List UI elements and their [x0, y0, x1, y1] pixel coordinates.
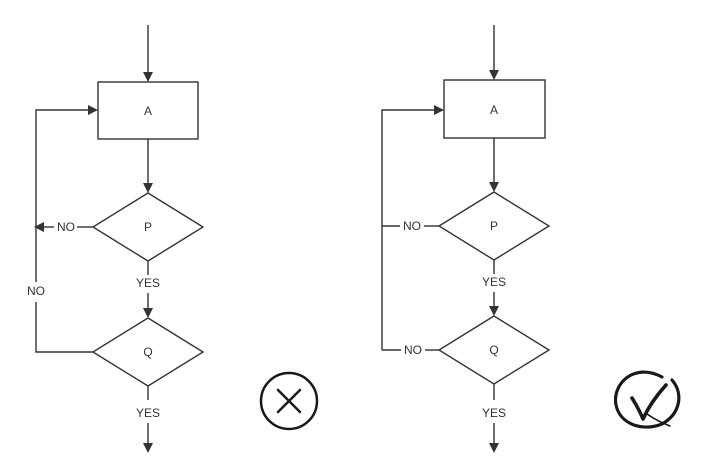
q-no-line-lower	[35, 302, 93, 353]
wrong-flowchart: A P NO YES Q NO YES	[27, 25, 319, 453]
decision-label-p: P	[490, 219, 498, 233]
decision-label-p: P	[144, 220, 152, 234]
q-yes-label: YES	[482, 406, 506, 420]
entry-arrowhead	[143, 72, 153, 82]
process-label-a: A	[144, 104, 152, 118]
p-yes-label: YES	[136, 276, 160, 290]
cross-in-circle-icon	[259, 371, 319, 431]
q-yes-label: YES	[136, 406, 160, 420]
decision-label-q: Q	[489, 343, 498, 357]
right-flowchart: A P NO YES Q NO YES	[381, 25, 681, 453]
q-yes-arrowhead	[489, 443, 499, 453]
process-box-a	[443, 79, 546, 139]
q-no-line-upper	[35, 109, 88, 282]
decision-label-q: Q	[143, 345, 152, 359]
q-no-label: NO	[27, 284, 45, 298]
a-to-p-arrowhead	[489, 182, 499, 192]
q-yes-arrowhead	[143, 443, 153, 453]
p-no-arrowhead	[34, 222, 44, 232]
entry-arrowhead	[489, 70, 499, 80]
process-label-a: A	[490, 103, 498, 117]
p-yes-arrowhead	[489, 306, 499, 316]
a-to-p-arrowhead	[143, 183, 153, 193]
p-no-label: NO	[57, 220, 75, 234]
loop-arrowhead	[434, 105, 444, 115]
p-yes-label: YES	[482, 275, 506, 289]
checkmark-in-circle-icon	[613, 370, 681, 429]
loop-trunk-line	[381, 109, 434, 350]
q-no-label: NO	[404, 343, 422, 357]
p-yes-arrowhead	[143, 308, 153, 318]
q-no-arrowhead	[88, 105, 98, 115]
p-no-label: NO	[403, 219, 421, 233]
